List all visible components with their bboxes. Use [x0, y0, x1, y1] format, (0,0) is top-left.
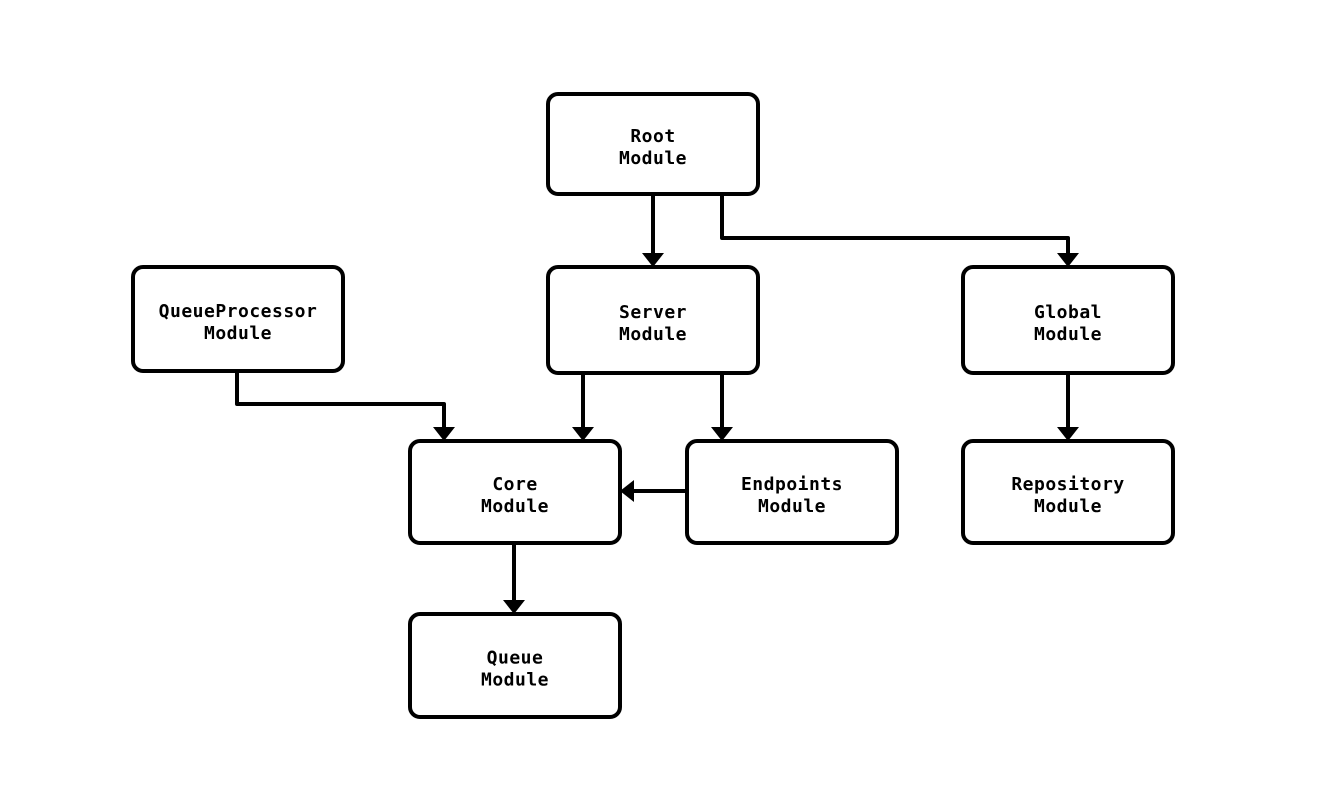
node-label-line1: Server	[619, 302, 687, 323]
node-box[interactable]	[546, 265, 760, 375]
edge-arrowhead	[620, 480, 634, 502]
edge-root-to-server	[642, 194, 664, 267]
edge-server-to-core	[572, 373, 594, 441]
node-box[interactable]	[408, 612, 622, 719]
node-label-line2: Module	[619, 324, 687, 345]
node-label-line2: Module	[204, 323, 272, 344]
node-label-line2: Module	[481, 496, 549, 517]
edge-arrowhead	[1057, 427, 1079, 441]
node-label-line2: Module	[481, 670, 549, 691]
node-label-line2: Module	[1034, 496, 1102, 517]
edge-server-to-endpoints	[711, 373, 733, 441]
node-label-line2: Module	[758, 496, 826, 517]
edge-global-to-repository	[1057, 373, 1079, 441]
node-box[interactable]	[131, 265, 345, 373]
node-label-line1: Repository	[1011, 474, 1124, 495]
node-label-line1: Root	[630, 126, 675, 147]
node-box[interactable]	[961, 265, 1175, 375]
node-box[interactable]	[685, 439, 899, 545]
edge-arrowhead	[572, 427, 594, 441]
edge-queueprocessor-to-core	[235, 371, 455, 441]
node-label-line1: Endpoints	[741, 474, 843, 495]
node-label-line1: Core	[492, 474, 537, 495]
node-label-line1: Queue	[487, 648, 544, 669]
edge-arrowhead	[1057, 253, 1079, 267]
node-label-line1: Global	[1034, 302, 1102, 323]
node-box[interactable]	[408, 439, 622, 545]
edge-endpoints-to-core	[620, 480, 687, 502]
node-box[interactable]	[546, 92, 760, 196]
edge-line	[720, 194, 1070, 255]
node-label-line2: Module	[1034, 324, 1102, 345]
node-box[interactable]	[961, 439, 1175, 545]
edge-root-to-global	[720, 194, 1079, 267]
edge-core-to-queue	[503, 543, 525, 614]
node-label-line2: Module	[619, 148, 687, 169]
edge-arrowhead	[503, 600, 525, 614]
node-label-line1: QueueProcessor	[159, 301, 318, 322]
edge-line	[235, 371, 446, 429]
edges-layer	[235, 194, 1079, 614]
edge-arrowhead	[711, 427, 733, 441]
edge-arrowhead	[642, 253, 664, 267]
edge-arrowhead	[433, 427, 455, 441]
nodes-layer: RootModuleQueueProcessorModuleServerModu…	[131, 92, 1175, 719]
